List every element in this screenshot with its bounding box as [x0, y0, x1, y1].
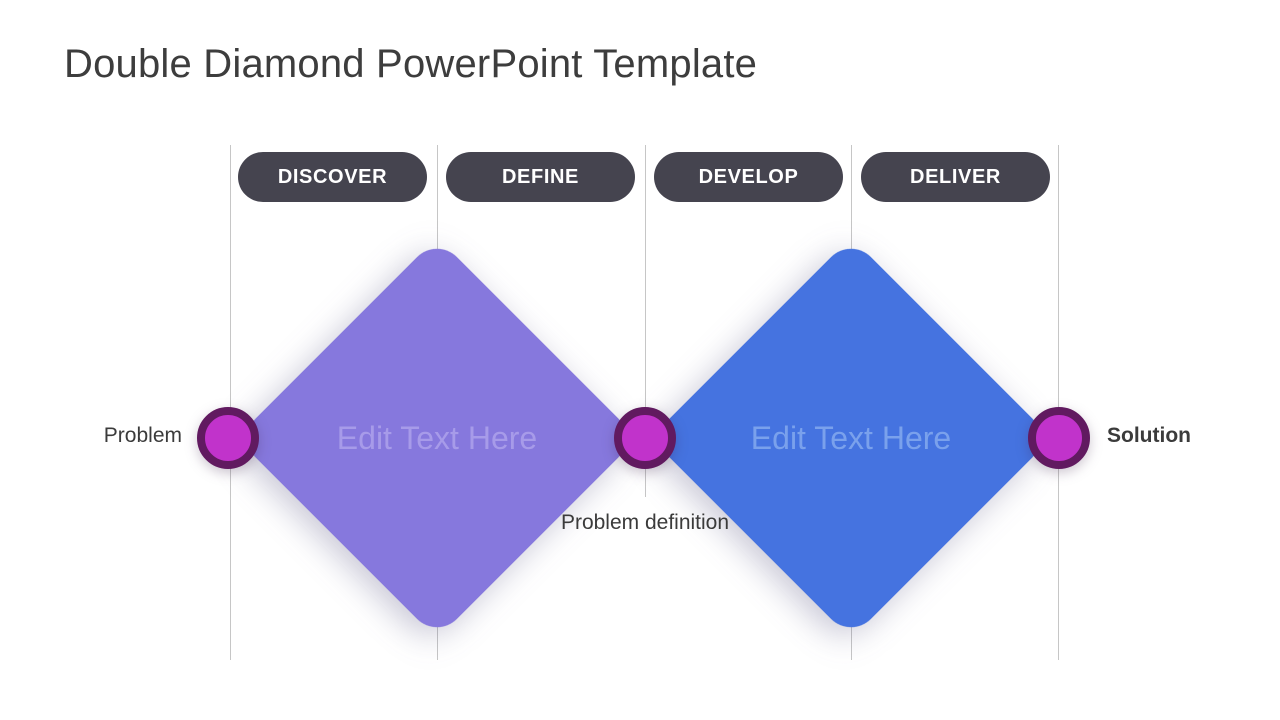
phase-divider-5 — [1058, 145, 1059, 660]
phase-badge-label: DELIVER — [910, 165, 1001, 188]
milestone-node-problem-definition[interactable] — [614, 407, 676, 469]
milestone-node-problem[interactable] — [197, 407, 259, 469]
problem-definition-label[interactable]: Problem definition — [560, 511, 730, 534]
problem-label[interactable]: Problem — [103, 424, 182, 447]
phase-badge-label: DEFINE — [502, 165, 579, 188]
phase-badge-deliver[interactable]: DELIVER — [861, 152, 1050, 202]
phase-badge-develop[interactable]: DEVELOP — [654, 152, 843, 202]
phase-badge-label: DEVELOP — [698, 165, 799, 188]
milestone-node-solution[interactable] — [1028, 407, 1090, 469]
phase-badge-label: DISCOVER — [277, 165, 388, 188]
phase-badge-discover[interactable]: DISCOVER — [238, 152, 427, 202]
slide-title[interactable]: Double Diamond PowerPoint Template — [64, 42, 758, 86]
phase-badge-define[interactable]: DEFINE — [446, 152, 635, 202]
phase-divider-3 — [645, 145, 646, 497]
phase-divider-1 — [230, 145, 231, 660]
solution-label[interactable]: Solution — [1107, 424, 1191, 447]
diamond-text-placeholder-right[interactable]: Edit Text Here — [750, 420, 952, 456]
diamond-text-placeholder-left[interactable]: Edit Text Here — [336, 420, 538, 456]
